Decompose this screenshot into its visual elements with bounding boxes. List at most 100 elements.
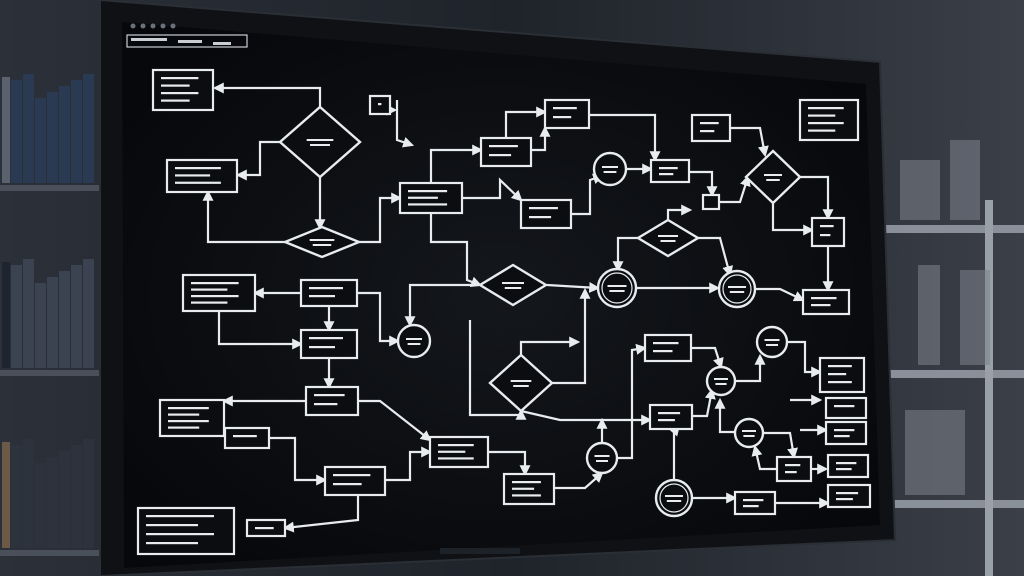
- process-box: [826, 483, 872, 509]
- text-line: [233, 435, 257, 438]
- connector-arrow: [546, 281, 601, 293]
- text-line: [309, 287, 343, 290]
- connector-circle-inner: [659, 483, 689, 513]
- connector-arrow: [488, 450, 531, 477]
- process-box-border: [181, 273, 257, 313]
- connector-arrow: [714, 397, 735, 434]
- process-box-border: [826, 483, 872, 509]
- book: [2, 442, 10, 548]
- text-line: [502, 282, 524, 284]
- connector-arrow: [269, 436, 328, 486]
- decision-diamond: [278, 105, 362, 179]
- book: [11, 80, 22, 183]
- process-box-border: [479, 136, 533, 168]
- process-box: [519, 198, 573, 230]
- text-line: [407, 343, 421, 345]
- process-box-border: [826, 453, 870, 479]
- text-line: [529, 216, 552, 219]
- process-box: [299, 278, 359, 308]
- shelf-object: [960, 270, 990, 365]
- text-line: [146, 533, 214, 536]
- process-box: [643, 333, 693, 363]
- text-line: [438, 444, 474, 447]
- text-line: [168, 413, 200, 416]
- process-box-border: [543, 98, 591, 130]
- book: [23, 439, 34, 548]
- connector-arrow: [691, 346, 724, 370]
- text-line: [808, 114, 836, 117]
- text-line: [820, 234, 831, 237]
- window-dot-icon: [160, 23, 166, 29]
- connector-arrow: [468, 320, 527, 420]
- window-dot-icon: [140, 23, 146, 29]
- window-dot-icon: [130, 23, 136, 29]
- connector-arrow: [504, 106, 548, 138]
- text-line: [504, 287, 522, 289]
- process-box: [502, 472, 556, 506]
- text-line: [834, 435, 850, 438]
- connector-arrow: [612, 236, 638, 273]
- process-box: [826, 453, 870, 479]
- process-box: [479, 136, 533, 168]
- process-box-border: [299, 328, 359, 360]
- book: [35, 283, 46, 368]
- decision-diamond-shape: [278, 105, 362, 179]
- book: [47, 92, 58, 183]
- process-box-border: [299, 278, 359, 308]
- shelf: [880, 225, 1024, 233]
- shelf: [880, 500, 1024, 508]
- text-line: [168, 420, 209, 423]
- text-line: [306, 139, 334, 141]
- text-line: [729, 291, 745, 293]
- connector-arrow: [755, 287, 805, 302]
- text-line: [836, 462, 857, 465]
- text-line: [309, 337, 343, 340]
- text-line: [489, 145, 518, 148]
- text-line: [666, 500, 682, 502]
- text-line: [191, 295, 239, 298]
- shelf: [0, 370, 100, 376]
- book: [83, 439, 94, 548]
- connector-circle: [592, 151, 628, 187]
- connector-circle-inner: [601, 272, 633, 304]
- text-line: [658, 235, 678, 237]
- text-line: [700, 122, 719, 125]
- window-controls: [130, 23, 176, 29]
- connector-arrow: [429, 144, 484, 183]
- text-line: [146, 524, 198, 527]
- text-line: [146, 515, 214, 518]
- text-line: [743, 435, 755, 437]
- connector-circle-inner: [722, 274, 752, 304]
- text-line: [658, 419, 675, 422]
- text-line: [309, 295, 335, 298]
- text-line: [766, 344, 778, 346]
- process-box-border: [649, 158, 691, 184]
- process-box-border: [136, 506, 236, 556]
- process-box-border: [519, 198, 573, 230]
- text-line: [191, 282, 239, 285]
- text-line: [378, 103, 382, 106]
- book: [23, 259, 34, 368]
- decision-diamond-shape: [281, 225, 363, 259]
- text-line: [191, 288, 228, 291]
- text-line: [811, 297, 837, 300]
- shelf-object: [918, 265, 940, 365]
- book: [59, 271, 70, 368]
- process-box-border: [223, 426, 271, 450]
- process-box: [801, 288, 851, 316]
- text-line: [836, 492, 859, 495]
- text-line: [512, 481, 541, 484]
- process-box: [368, 94, 392, 116]
- shelf-object: [905, 410, 965, 495]
- text-line: [161, 77, 199, 80]
- connector-circle: [596, 267, 638, 309]
- text-line: [811, 304, 831, 307]
- process-box: [398, 181, 464, 215]
- connector-circle: [733, 417, 765, 449]
- text-line: [820, 225, 834, 228]
- process-box-border: [733, 490, 777, 516]
- text-line: [529, 207, 558, 210]
- text-line: [408, 196, 438, 199]
- book: [71, 265, 82, 368]
- text-line: [594, 455, 610, 457]
